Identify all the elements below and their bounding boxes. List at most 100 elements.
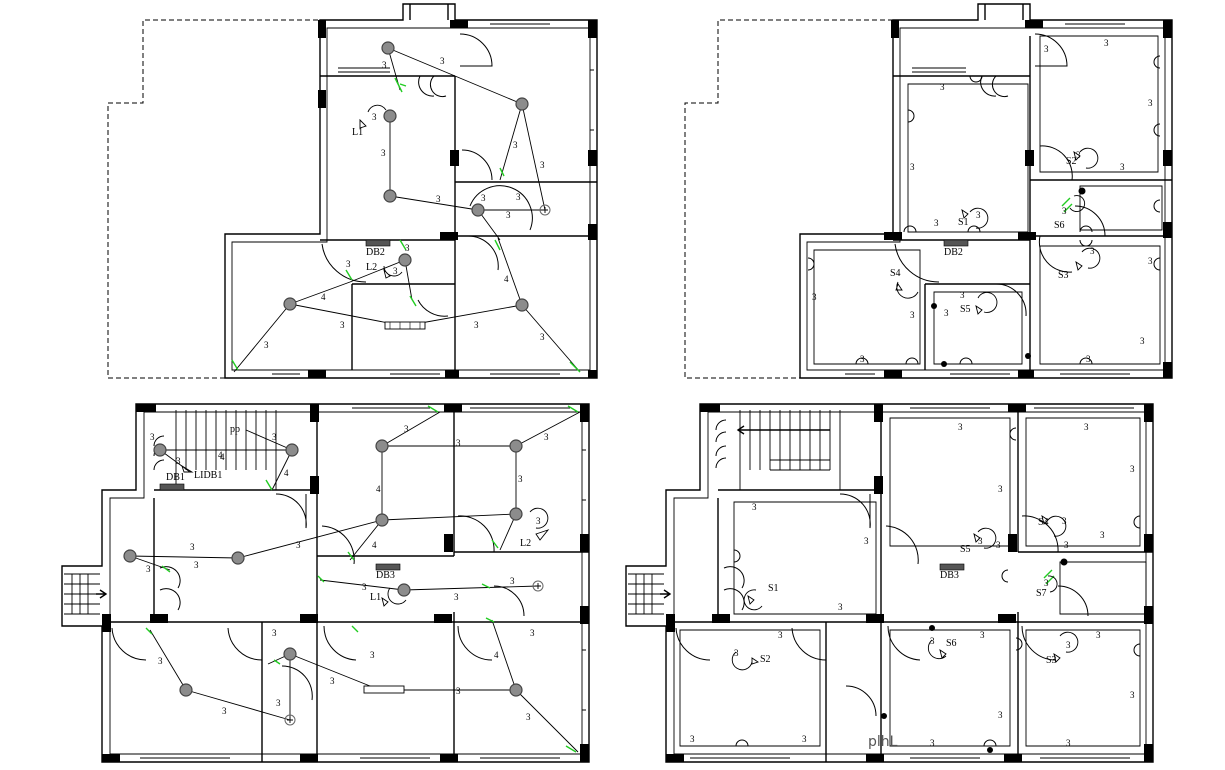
svg-text:3: 3 [1066, 738, 1071, 748]
svg-text:3: 3 [1076, 150, 1081, 160]
lidb1-label: LIDB1 [194, 470, 222, 481]
inner-outline [806, 27, 1166, 371]
distribution-board-icon [375, 563, 401, 571]
green-ticks [1061, 197, 1073, 213]
svg-text:3: 3 [1044, 44, 1049, 54]
wire-count-extra: 3 [1096, 630, 1101, 640]
stair [628, 410, 841, 615]
s7-label: S7 [1036, 588, 1047, 599]
green-ticks [1043, 569, 1055, 585]
switch-icon [383, 265, 403, 279]
junction-dot [1025, 353, 1031, 359]
green-ticks [231, 77, 581, 373]
structural-columns [308, 20, 597, 378]
windows [845, 19, 1130, 375]
door-arcs [675, 419, 1089, 717]
wire-count-extra: 4 [494, 650, 499, 660]
svg-text:3: 3 [454, 592, 459, 602]
plan-bottom-left: DB1 LIDB1 pp L2 DB3 L1 3 3 4 4 3 4 3 3 3… [61, 403, 590, 763]
s2-label: S2 [1066, 156, 1077, 167]
s2-label: S2 [760, 654, 771, 665]
switchboard-arcs [733, 427, 1141, 747]
db2-label: DB2 [366, 247, 385, 258]
svg-text:3: 3 [526, 712, 531, 722]
svg-text:3: 3 [540, 160, 545, 170]
svg-text:3: 3 [1084, 422, 1089, 432]
svg-text:3: 3 [481, 193, 486, 203]
wire-count-extra: 3 [1064, 540, 1069, 550]
svg-text:3: 3 [176, 456, 181, 466]
svg-text:3: 3 [1104, 38, 1109, 48]
outer-wall [625, 403, 1154, 763]
svg-text:3: 3 [404, 424, 409, 434]
s5-label: S5 [960, 544, 971, 555]
s3-label: S3 [1058, 270, 1069, 281]
outer-wall [799, 3, 1173, 379]
svg-text:3: 3 [1130, 464, 1135, 474]
svg-text:3: 3 [436, 194, 441, 204]
svg-text:3: 3 [1100, 530, 1105, 540]
svg-text:3: 3 [506, 210, 511, 220]
svg-text:3: 3 [1044, 578, 1049, 588]
svg-text:4: 4 [284, 468, 289, 478]
svg-text:3: 3 [996, 540, 1001, 550]
interior-walls [666, 404, 1153, 762]
svg-text:3: 3 [944, 308, 949, 318]
structural-columns [666, 404, 1153, 762]
junction-dot [987, 747, 993, 753]
distribution-board-icon [365, 239, 391, 247]
db1-label: DB1 [166, 472, 185, 483]
svg-text:3: 3 [1148, 256, 1153, 266]
svg-text:3: 3 [812, 292, 817, 302]
pp-label: pp [230, 424, 240, 435]
plot-boundary [107, 19, 318, 379]
svg-text:3: 3 [346, 259, 351, 269]
svg-text:3: 3 [272, 432, 277, 442]
watermark-text: plhL [868, 734, 898, 750]
distribution-board-icon [159, 483, 185, 491]
svg-text:4: 4 [220, 452, 225, 462]
light-fixtures [123, 439, 523, 697]
wire-count-labels: 3 3 4 4 3 4 3 3 3 3 3 3 3 3 3 4 3 3 3 3 … [146, 424, 549, 722]
door-arcs [321, 33, 533, 317]
db3-label: DB3 [940, 570, 959, 581]
s6-label: S6 [1054, 220, 1065, 231]
door-arcs [894, 33, 1106, 317]
svg-text:3: 3 [393, 266, 398, 276]
svg-text:3: 3 [296, 540, 301, 550]
switch-icon [359, 104, 387, 129]
svg-text:3: 3 [272, 628, 277, 638]
outer-wall [61, 403, 590, 763]
windows [140, 403, 586, 759]
svg-text:3: 3 [372, 112, 377, 122]
svg-text:3: 3 [910, 310, 915, 320]
svg-text:3: 3 [540, 332, 545, 342]
plan-top-right: DB2 S1 S2 S6 S3 S4 S5 3 3 3 3 3 3 3 3 3 … [684, 3, 1173, 379]
junction-dot [881, 713, 887, 719]
interior-walls [102, 404, 589, 762]
switch-icon [381, 587, 407, 607]
s4-label: S4 [1038, 517, 1049, 528]
plot-boundary [684, 19, 893, 379]
wiring [233, 47, 581, 373]
junction-dot [929, 625, 935, 631]
wire-count-extra: 3 [330, 676, 335, 686]
svg-text:3: 3 [158, 656, 163, 666]
svg-text:3: 3 [1090, 246, 1095, 256]
junction-dot [1060, 558, 1068, 566]
svg-text:3: 3 [734, 648, 739, 658]
svg-text:4: 4 [372, 540, 377, 550]
svg-text:3: 3 [940, 82, 945, 92]
green-ticks [145, 405, 579, 753]
structural-columns [884, 20, 1172, 378]
junction-dot [931, 303, 937, 309]
svg-text:3: 3 [456, 438, 461, 448]
switchboard-arcs [807, 55, 1161, 365]
svg-text:3: 3 [690, 734, 695, 744]
svg-text:3: 3 [1086, 354, 1091, 364]
inner-outline [673, 411, 1147, 755]
l1-label: L1 [352, 127, 363, 138]
svg-text:3: 3 [536, 516, 541, 526]
svg-text:3: 3 [405, 243, 410, 253]
